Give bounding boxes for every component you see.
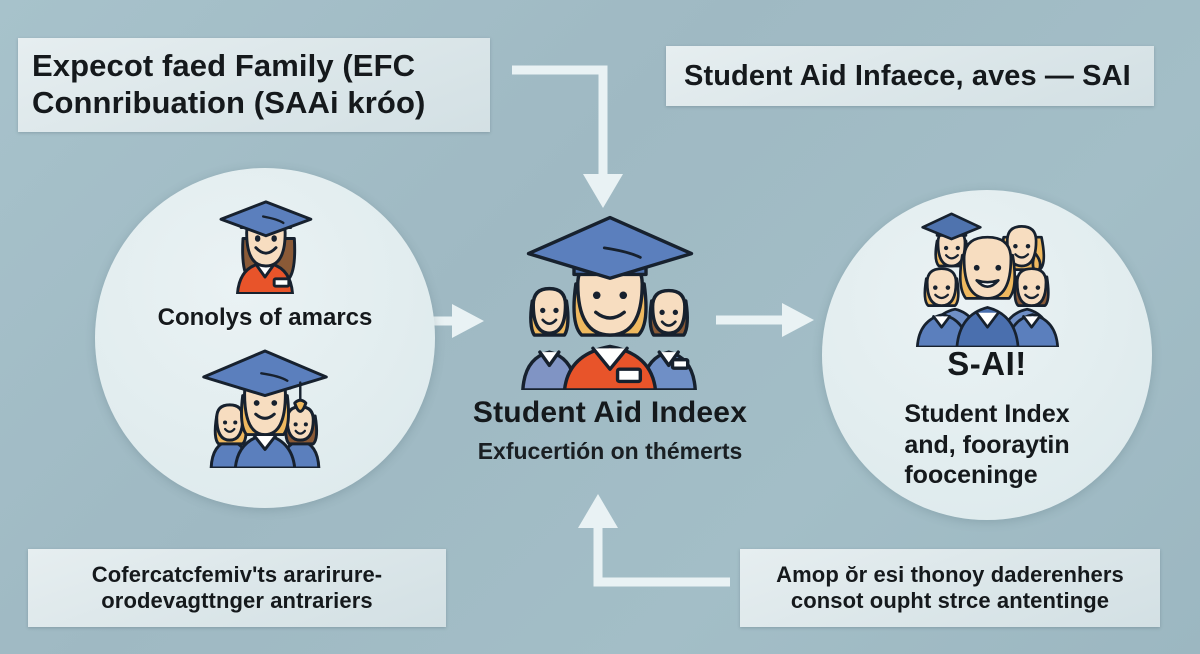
graduate-single-icon	[219, 200, 313, 294]
box-efc-line1: Expecot faed Family (EFC	[32, 48, 416, 84]
left-circle-caption: Conolys of amarcs	[157, 304, 373, 331]
center-subtitle: Exfucertión on thémerts	[477, 438, 743, 464]
right-circle-panel[interactable]: S-AI! Student Index and, fooraytin fooce…	[822, 190, 1152, 520]
box-efc-line2: Connribuation (SAAi króo)	[32, 85, 426, 120]
graduates-group-icon	[521, 215, 697, 390]
center-block: Student Aid Indeex Exfucertión on thémer…	[400, 210, 820, 500]
right-desc-line3: fooceninge	[904, 461, 1038, 489]
right-desc-line1: Student Index	[904, 400, 1070, 428]
box-bottom-left-line2: orodevagttnger antrariers	[101, 588, 373, 613]
right-desc-line2: and, fooraytin	[904, 430, 1070, 459]
right-circle-description: Student Index and, fooraytin fooceninge	[904, 399, 1069, 491]
family-group-icon	[915, 212, 1059, 347]
graduate-family-icon	[202, 349, 328, 468]
label-box-efc[interactable]: Expecot faed Family (EFC Connribuation (…	[18, 38, 490, 132]
right-circle-tag: S-AI!	[947, 345, 1027, 382]
box-bottom-left-line1: Cofercatcfemiv'ts ararirure-	[91, 562, 383, 588]
box-bottom-right-line1: Amop ŏr esi thonoy daderenhers	[776, 562, 1124, 588]
box-bottom-right-line2: consot oupht strce antentinge	[790, 588, 1110, 613]
box-sai-line1: Student Aid Infaece, aves — SAI	[684, 59, 1131, 92]
left-circle-panel[interactable]: Conolys of amarcs	[95, 168, 435, 508]
center-title: Student Aid Indeex	[472, 396, 748, 429]
label-box-bottom-right[interactable]: Amop ŏr esi thonoy daderenhers consot ou…	[740, 549, 1160, 627]
label-box-sai[interactable]: Student Aid Infaece, aves — SAI	[666, 46, 1154, 106]
label-box-bottom-left[interactable]: Cofercatcfemiv'ts ararirure- orodevagttn…	[28, 549, 446, 627]
